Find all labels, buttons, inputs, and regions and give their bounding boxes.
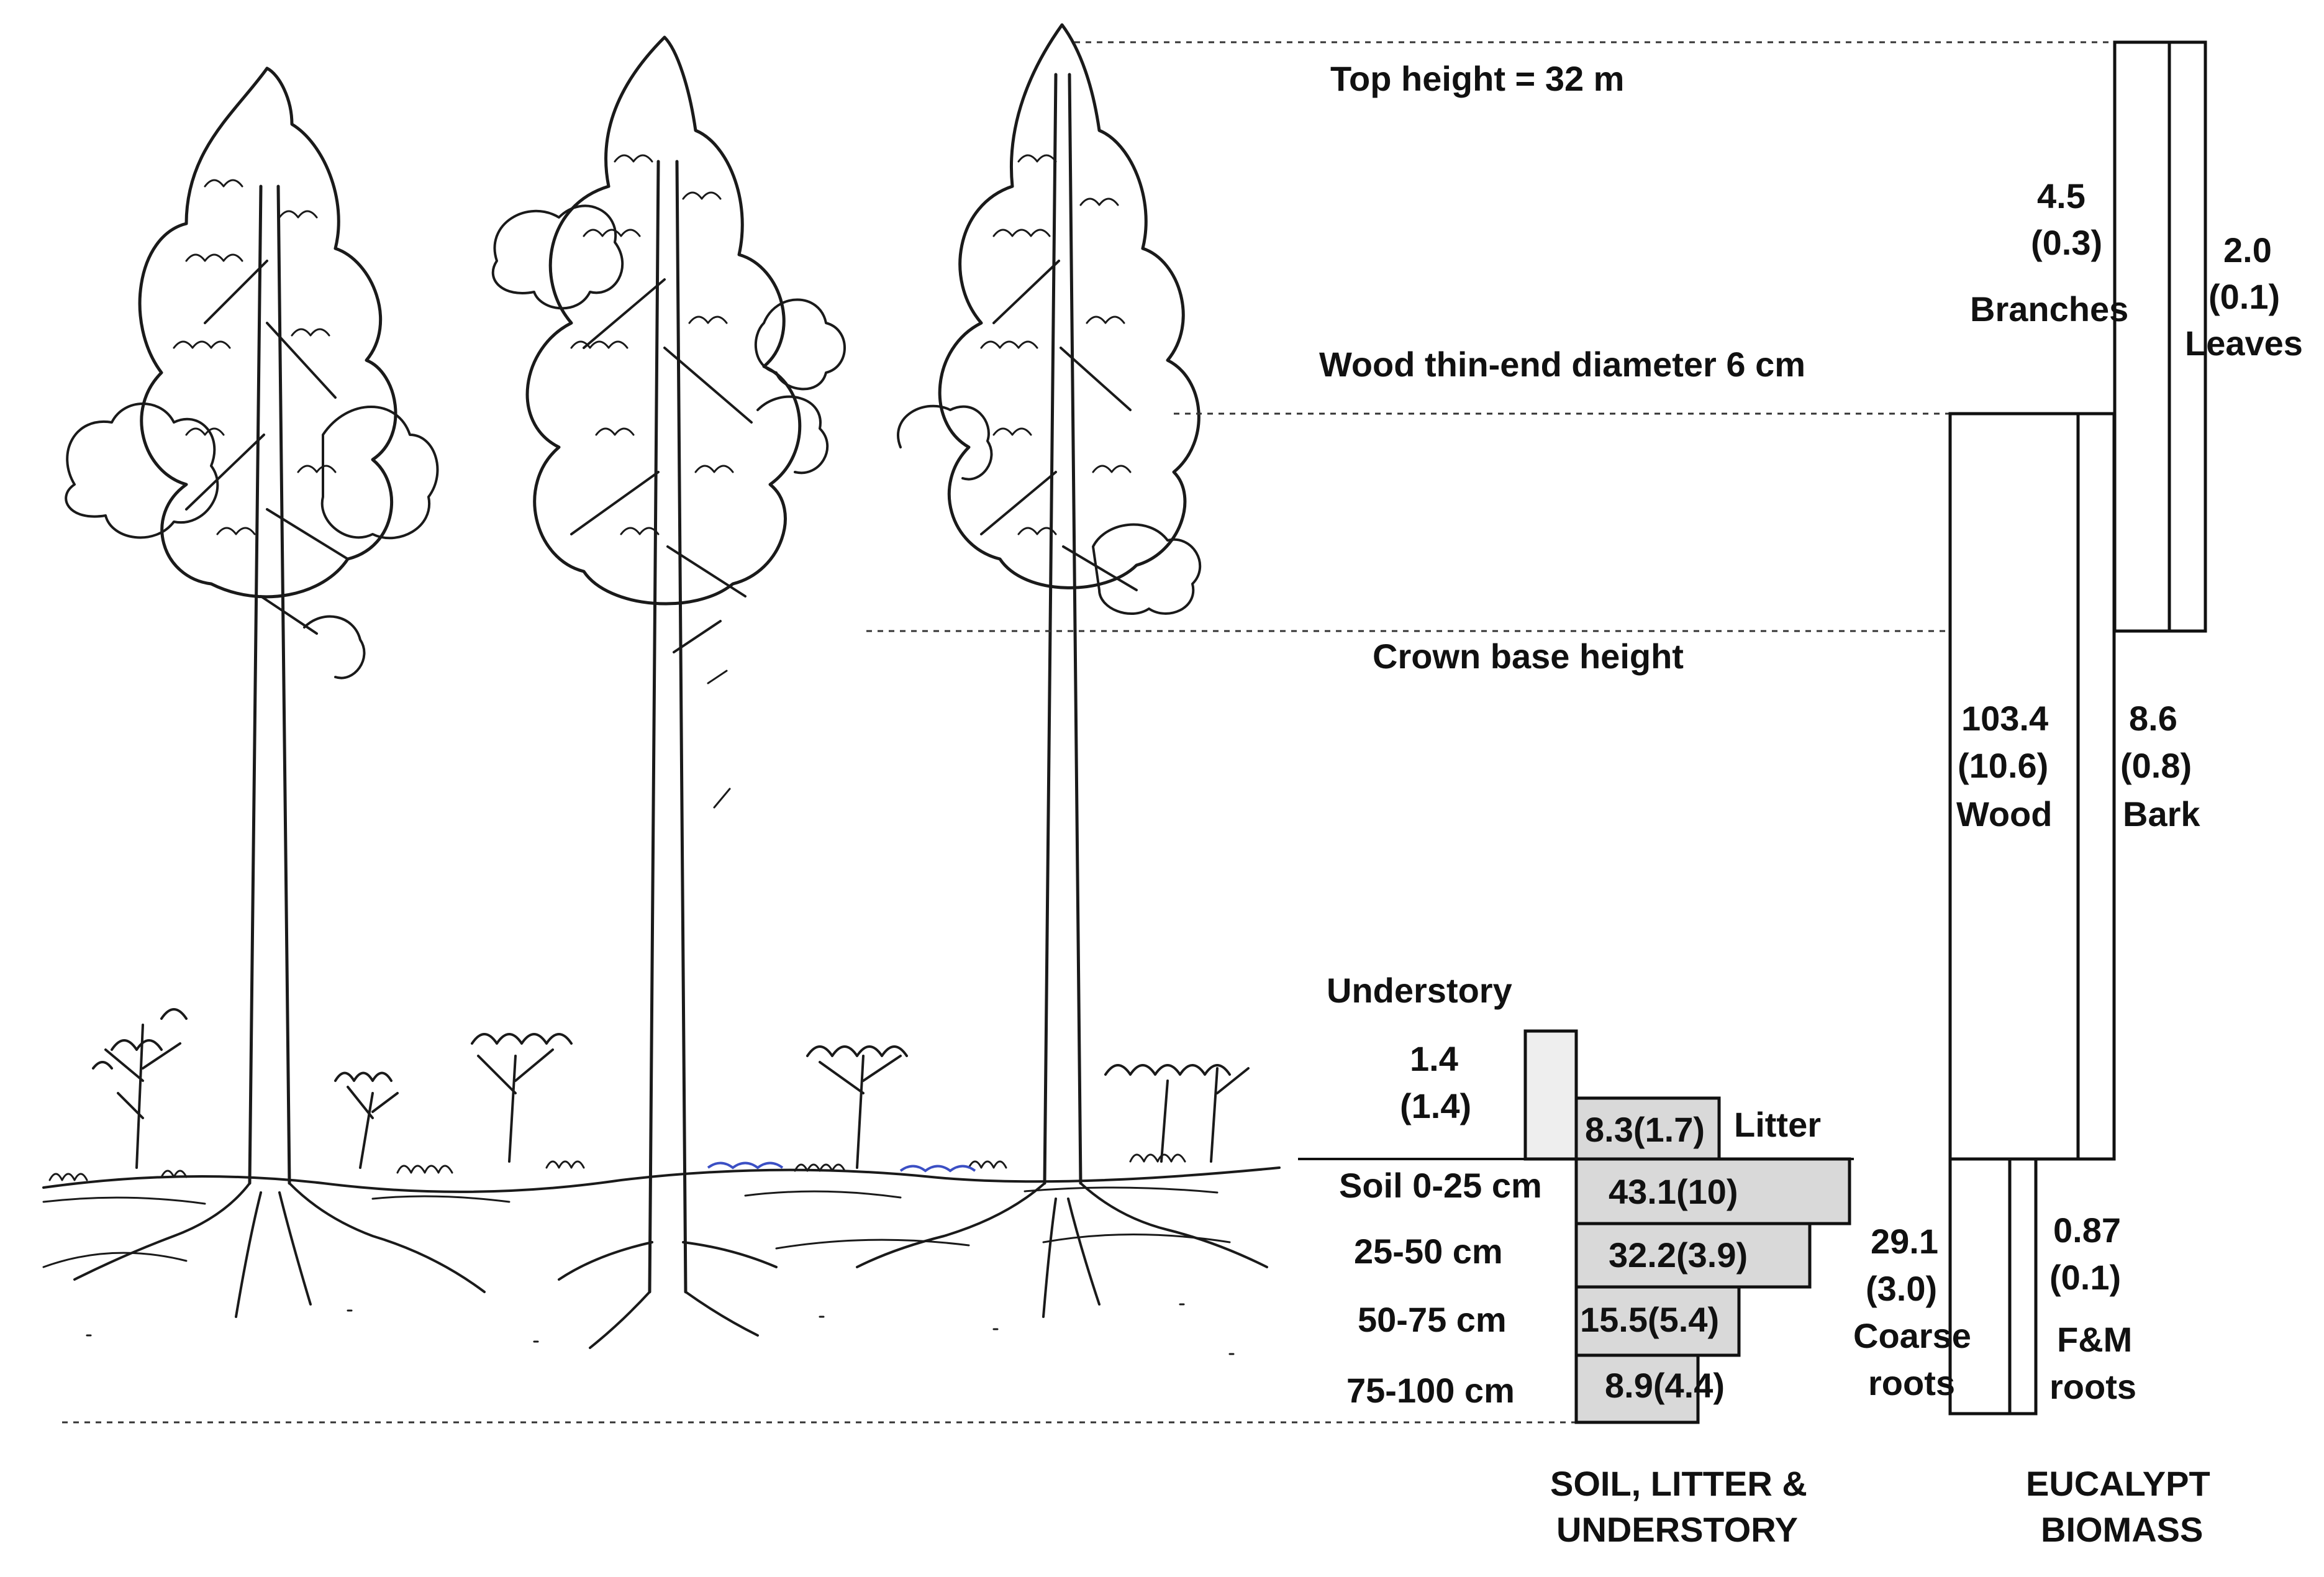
fm-roots-se: (0.1) bbox=[2049, 1258, 2121, 1297]
coarse-roots-bar bbox=[1948, 1157, 2012, 1416]
soil-group-title-2: UNDERSTORY bbox=[1556, 1510, 1798, 1549]
fm-roots-label-1: F&M bbox=[2057, 1320, 2132, 1359]
leaves-label: Leaves bbox=[2185, 324, 2303, 363]
fm-roots-bar bbox=[2008, 1157, 2038, 1416]
wood-value: 103.4 bbox=[1961, 699, 2048, 738]
thin-end-label: Wood thin-end diameter 6 cm bbox=[1319, 345, 1805, 384]
coarse-roots-se: (3.0) bbox=[1866, 1269, 1937, 1308]
soil-25-50-depth: 25-50 cm bbox=[1354, 1232, 1503, 1271]
coarse-roots-label-2: roots bbox=[1868, 1363, 1955, 1402]
soil-75-100-bar bbox=[1574, 1353, 1700, 1424]
wood-bar bbox=[1948, 412, 2080, 1161]
soil-50-75-bar bbox=[1574, 1285, 1741, 1357]
litter-value: 8.3(1.7) bbox=[1585, 1110, 1705, 1149]
soil-0-25-bar bbox=[1574, 1157, 1851, 1225]
soil-0-25-value: 43.1(10) bbox=[1609, 1172, 1738, 1211]
litter-bar bbox=[1574, 1096, 1721, 1161]
tree-3 bbox=[856, 23, 1268, 1318]
soil-group-title-1: SOIL, LITTER & bbox=[1550, 1464, 1807, 1503]
soil-75-100-value: 8.9(4.4) bbox=[1605, 1366, 1725, 1405]
eucalypt-group-title-2: BIOMASS bbox=[2041, 1510, 2203, 1549]
soil-litter-understory-bars bbox=[1523, 1029, 1851, 1424]
tree-1 bbox=[65, 66, 486, 1318]
branches-bar bbox=[2113, 40, 2171, 633]
soil-50-75-value: 15.5(5.4) bbox=[1580, 1300, 1719, 1339]
coarse-roots-label-1: Coarse bbox=[1853, 1316, 1971, 1355]
eucalypt-group-title-1: EUCALYPT bbox=[2026, 1464, 2210, 1503]
understory-value: 1.4 bbox=[1410, 1039, 1458, 1078]
soil-50-75-depth: 50-75 cm bbox=[1358, 1300, 1507, 1339]
wood-label: Wood bbox=[1956, 794, 2052, 834]
branches-value: 4.5 bbox=[2037, 176, 2086, 216]
branches-se: (0.3) bbox=[2031, 223, 2102, 262]
coarse-roots-value: 29.1 bbox=[1871, 1222, 1938, 1261]
leaves-bar bbox=[2167, 40, 2207, 633]
understory-shrubs bbox=[92, 1008, 1250, 1169]
eucalypt-biomass-bars bbox=[1948, 40, 2207, 1416]
soil-0-25-depth: Soil 0-25 cm bbox=[1339, 1166, 1542, 1205]
understory-se: (1.4) bbox=[1400, 1086, 1471, 1125]
branches-label: Branches bbox=[1970, 289, 2128, 329]
leaves-se: (0.1) bbox=[2208, 277, 2280, 316]
top-height-label: Top height = 32 m bbox=[1330, 59, 1624, 98]
litter-label: Litter bbox=[1734, 1105, 1821, 1144]
leaves-value: 2.0 bbox=[2223, 230, 2272, 270]
understory-label: Understory bbox=[1327, 971, 1512, 1010]
bark-se: (0.8) bbox=[2120, 746, 2192, 785]
bark-label: Bark bbox=[2123, 794, 2200, 834]
bark-value: 8.6 bbox=[2129, 699, 2177, 738]
understory-bar bbox=[1523, 1029, 1578, 1161]
wood-se: (10.6) bbox=[1958, 746, 2048, 785]
bark-bar bbox=[2076, 412, 2116, 1161]
soil-25-50-value: 32.2(3.9) bbox=[1609, 1235, 1748, 1275]
tree-2 bbox=[491, 35, 846, 1349]
soil-75-100-depth: 75-100 cm bbox=[1346, 1371, 1515, 1410]
soil-25-50-bar bbox=[1574, 1222, 1812, 1289]
crown-base-label: Crown base height bbox=[1373, 637, 1684, 676]
eucalypt-stand-illustration bbox=[42, 23, 1281, 1355]
fm-roots-label-2: roots bbox=[2049, 1367, 2136, 1406]
fm-roots-value: 0.87 bbox=[2053, 1211, 2121, 1250]
